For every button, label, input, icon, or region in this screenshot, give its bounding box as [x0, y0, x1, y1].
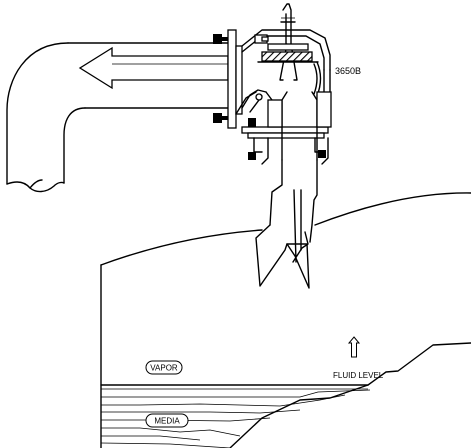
fluid-surface	[100, 342, 471, 386]
vapor-label: VAPOR	[145, 360, 183, 375]
bolt-bottom	[213, 113, 222, 123]
part-number-label: 3650B	[335, 66, 361, 76]
svg-text:VAPOR: VAPOR	[150, 364, 178, 373]
media-layers	[100, 384, 371, 448]
dip-tube	[255, 91, 318, 289]
seal-plate	[261, 51, 313, 62]
left-arrow-icon	[78, 46, 229, 90]
fluid-level-label: FLUID LEVEL	[333, 371, 384, 380]
valve-assembly	[213, 3, 331, 129]
bolt-top	[213, 34, 222, 44]
lower-flanges	[241, 91, 332, 165]
media-label: MEDIA	[145, 413, 189, 428]
storage-tank	[100, 192, 471, 448]
elbow-pipe	[6, 42, 231, 193]
svg-text:MEDIA: MEDIA	[154, 417, 180, 426]
bolt-lower-left	[248, 118, 256, 127]
up-arrow-icon	[347, 336, 361, 358]
